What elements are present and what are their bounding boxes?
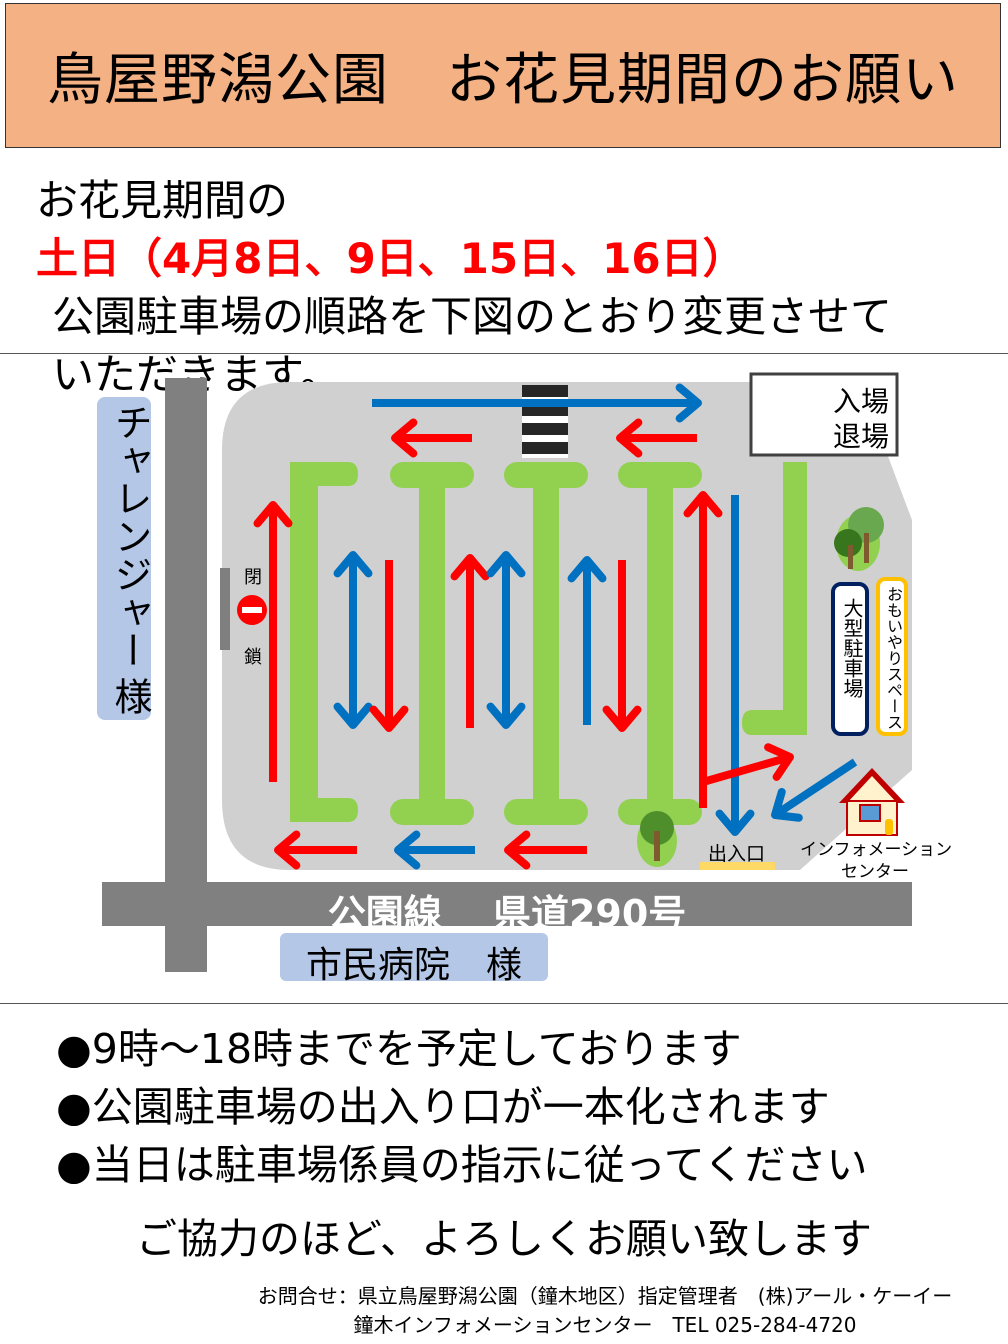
closing-message: ご協力のほど、よろしくお願い致します [136, 1215, 872, 1263]
enter-arrow-icon [369, 560, 409, 732]
arrowhead [486, 551, 526, 578]
entrance-label: 出入口 [708, 843, 766, 865]
enter-arrow-icon [504, 830, 587, 870]
arrow-shaft [701, 753, 792, 786]
title-banner: 鳥屋野潟公園 お花見期間のお願い [5, 3, 1001, 148]
note-item: ●9時～18時までを予定しております [56, 1025, 742, 1073]
arrowhead [675, 383, 702, 423]
median-l [742, 462, 807, 735]
contact-line1: お問合せ：県立鳥屋野潟公園（鐘木地区）指定管理者 (株)アール・ケーイー [257, 1284, 953, 1308]
enter-arrow-icon [602, 560, 642, 732]
arrowhead [486, 702, 526, 729]
bottom-neighbor-label: 市民病院 様 [305, 945, 522, 986]
large-parking-box [831, 582, 869, 736]
divider-top [0, 353, 1008, 354]
intro-line2: 公園駐車場の順路を下図のとおり変更させて [52, 292, 893, 341]
bottom-neighbor-box [280, 933, 548, 981]
large-parking-label: 大型駐車場 [840, 598, 864, 698]
closed-label-bottom: 鎖 [244, 647, 262, 668]
arrowhead [567, 556, 607, 583]
note-item: ●公園駐車場の出入り口が一本化されます [56, 1083, 830, 1131]
arrowhead [771, 787, 803, 822]
enter-arrow-icon [391, 418, 472, 458]
arrowhead [274, 830, 301, 870]
tree-icon [834, 507, 884, 571]
enter-arrow-icon [683, 491, 723, 808]
crosswalk [522, 385, 568, 458]
arrowhead [683, 491, 723, 518]
enter-arrow-icon [701, 743, 794, 786]
legend-exit-label: 退場 [833, 420, 890, 453]
arrowhead [602, 705, 642, 732]
parking-lot [222, 382, 912, 870]
arrowhead [253, 501, 293, 528]
contact-footer: お問合せ：県立鳥屋野潟公園（鐘木地区）指定管理者 (株)アール・ケーイー 鐘木イ… [220, 1282, 990, 1340]
enter-arrow-icon [253, 501, 293, 782]
divider-bottom [0, 1003, 1008, 1004]
closed-marker [220, 568, 267, 650]
closed-label-top: 閉 [244, 567, 262, 588]
info-center-label: インフォメーション センター [800, 839, 953, 883]
exit-arrow-icon [771, 758, 858, 822]
info-center-line1: インフォメーション [800, 840, 953, 860]
exit-arrow-double-icon [486, 551, 526, 729]
info-center-house-icon [839, 768, 905, 836]
enter-arrow-icon [274, 830, 357, 870]
exit-arrow-icon [394, 830, 475, 870]
info-center-line2: センター [841, 862, 909, 882]
median-i-3 [618, 462, 702, 825]
left-neighbor-honorific: 様 [108, 677, 152, 715]
arrowhead [450, 554, 490, 581]
arrow-shaft [772, 758, 858, 819]
left-neighbor-name: チャレンジャー [108, 403, 152, 669]
legend-box [749, 372, 899, 457]
arrowhead [333, 702, 373, 729]
tree-icon [637, 811, 677, 867]
omoiyari-label: おもいやりスペース [884, 586, 903, 730]
arrowhead [504, 830, 531, 870]
median-bracket [290, 462, 358, 822]
left-neighbor-label: チャレンジャー 様 [103, 403, 158, 715]
map-drawing [97, 372, 912, 981]
arrowhead [764, 743, 794, 781]
intro-text: お花見期間の土日（4月8日、9日、15日、16日） 公園駐車場の順路を下図のとお… [36, 172, 986, 404]
medians [290, 462, 807, 825]
median-i-2 [504, 462, 588, 825]
exit-arrow-double-icon [333, 551, 373, 729]
enter-arrow-icon [616, 418, 697, 458]
intro-prefix: お花見期間の [36, 176, 289, 225]
exit-arrow-icon [372, 383, 702, 423]
note-item: ●当日は駐車場係員の指示に従ってください [56, 1141, 868, 1189]
notes-list: ●9時～18時までを予定しております ●公園駐車場の出入り口が一本化されます ●… [56, 1020, 868, 1194]
exit-arrow-icon [567, 556, 607, 725]
arrowhead [391, 418, 418, 458]
contact-line2: 鐘木インフォメーションセンター TEL 025-284-4720 [353, 1313, 857, 1337]
arrowhead [616, 418, 643, 458]
page-title: 鳥屋野潟公園 お花見期間のお願い [47, 48, 959, 113]
traffic-arrows [253, 375, 858, 870]
omoiyari-box [876, 577, 908, 736]
left-neighbor-box [97, 397, 151, 720]
parking-map: チャレンジャー 様 市民病院 様 公園線 県道290号 閉 鎖 大型駐車場 おも… [0, 353, 1008, 1003]
arrowhead [394, 830, 421, 870]
entrance-marker [700, 862, 775, 870]
enter-arrow-icon [450, 554, 490, 728]
road-label: 公園線 県道290号 [327, 892, 687, 936]
prefectural-road [102, 882, 912, 926]
side-road [165, 378, 207, 972]
arrowhead [369, 705, 409, 732]
legend-enter-label: 入場 [833, 385, 890, 418]
median-i-1 [390, 462, 474, 825]
arrowhead [333, 551, 373, 578]
arrowhead [715, 809, 755, 836]
intro-dates: 土日（4月8日、9日、15日、16日） [36, 234, 745, 283]
